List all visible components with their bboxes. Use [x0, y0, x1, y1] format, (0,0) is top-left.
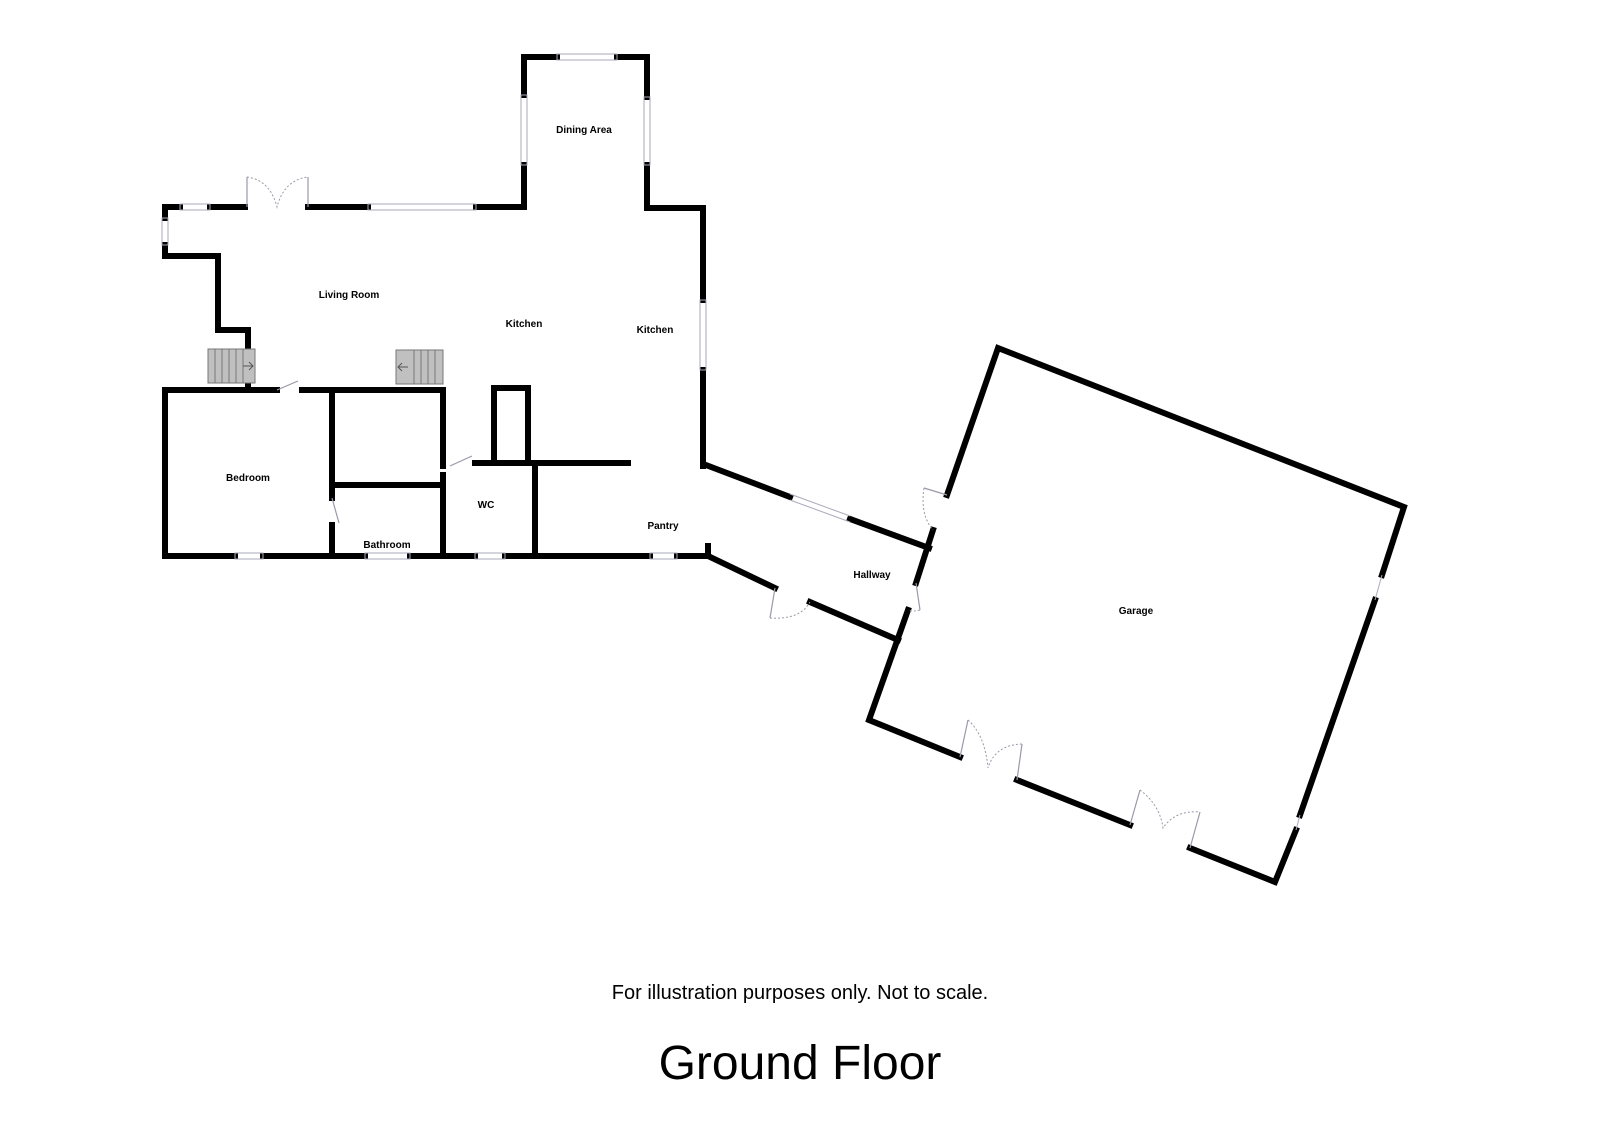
room-label-living-room: Living Room [319, 290, 380, 301]
room-label-kitchen: Kitchen [506, 319, 543, 330]
room-label-dining-area: Dining Area [556, 125, 612, 136]
arrow-right-icon [243, 361, 254, 371]
arrow-left-icon [397, 362, 408, 372]
staircase-left [207, 348, 256, 384]
room-label-pantry: Pantry [647, 521, 679, 532]
room-label-garage: Garage [1119, 606, 1154, 617]
walls [162, 54, 1408, 886]
room-labels: Dining Area Living Room Kitchen Kitchen … [226, 125, 1154, 617]
staircase-right [395, 349, 444, 385]
room-label-bathroom: Bathroom [363, 540, 410, 551]
floor-title: Ground Floor [658, 1037, 942, 1090]
room-label-bedroom: Bedroom [226, 473, 270, 484]
room-label-wc: WC [478, 500, 495, 511]
room-label-hallway: Hallway [853, 570, 891, 581]
doors [246, 176, 1201, 849]
windows [161, 53, 1383, 831]
room-label-kitchen-2: Kitchen [637, 325, 674, 336]
disclaimer-text: For illustration purposes only. Not to s… [611, 982, 989, 1004]
